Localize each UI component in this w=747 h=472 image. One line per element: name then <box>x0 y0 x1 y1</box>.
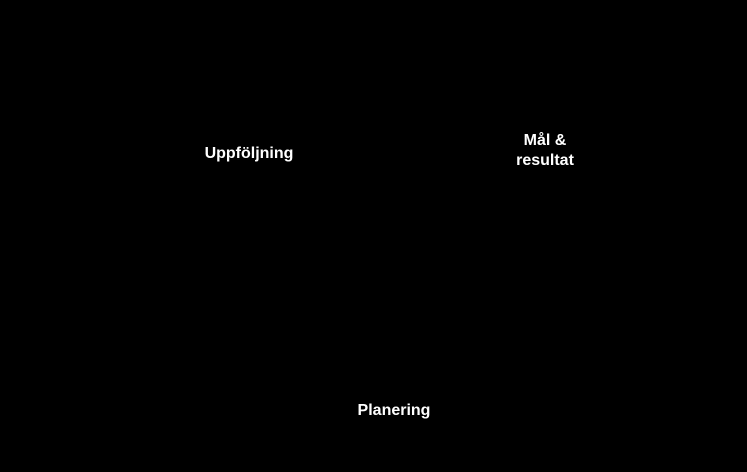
node-label-planering: Planering <box>340 401 448 421</box>
node-label-uppfoljning: Uppföljning <box>185 144 313 164</box>
node-label-mal-line-1: Mål & <box>523 132 567 149</box>
node-label-mal-resultat: Mål & resultat <box>496 131 594 171</box>
node-label-uppfoljning-line-1: Uppföljning <box>204 145 294 162</box>
node-label-planering-line-1: Planering <box>357 402 431 419</box>
node-label-mal-line-2: resultat <box>516 152 574 169</box>
